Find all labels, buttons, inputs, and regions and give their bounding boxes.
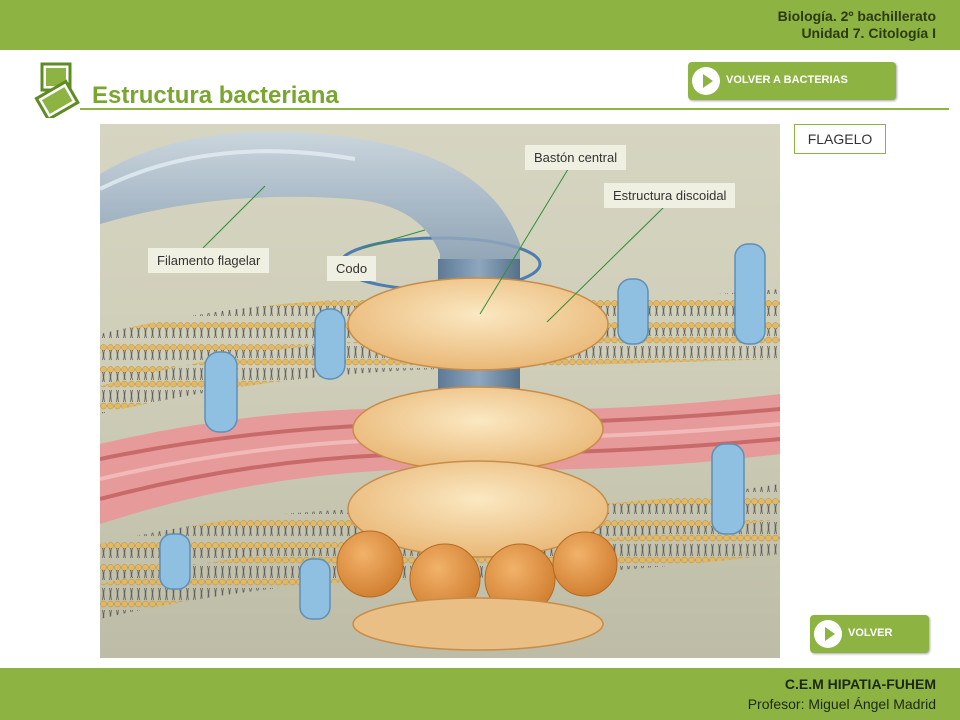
logo-icon [34,62,80,118]
flagellum-diagram [100,124,780,658]
label-central-rod: Bastón central [525,145,627,170]
back-to-bacteria-button[interactable]: VOLVER A BACTERIAS [688,62,896,100]
back-to-bacteria-label: VOLVER A BACTERIAS [726,74,848,86]
play-icon [814,620,842,648]
teacher-name: Profesor: Miguel Ángel Madrid [747,696,936,712]
back-button[interactable]: VOLVER [810,615,929,653]
label-flagellar-filament: Filamento flagelar [148,248,270,273]
label-discoid-structure: Estructura discoidal [604,183,736,208]
title-divider [80,108,949,110]
page-title: Estructura bacteriana [92,82,339,109]
label-hook: Codo [327,256,377,281]
unit-title: Unidad 7. Citología I [801,25,936,41]
section-label: FLAGELO [794,124,886,154]
header-bar [0,0,960,50]
course-title: Biología. 2º bachillerato [777,8,936,24]
footer-bar [0,668,960,720]
back-label: VOLVER [848,627,893,639]
play-icon [692,67,720,95]
school-name: C.E.M HIPATIA-FUHEM [784,676,936,692]
